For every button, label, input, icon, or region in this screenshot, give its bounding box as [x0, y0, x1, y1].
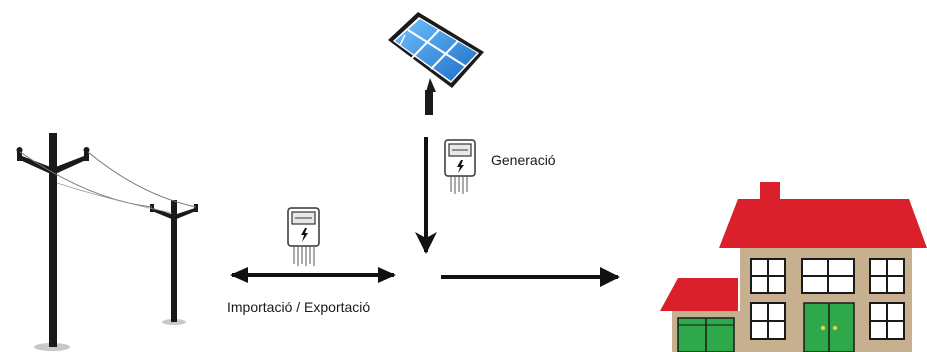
electric-meter-icon [444, 139, 476, 194]
electric-meter-icon [287, 207, 320, 266]
import-export-label: Importació / Exportació [227, 299, 370, 315]
house-icon [660, 182, 927, 352]
solar-panel-icon [388, 12, 484, 115]
power-pole-icon [16, 133, 198, 351]
generation-label: Generació [491, 152, 556, 168]
